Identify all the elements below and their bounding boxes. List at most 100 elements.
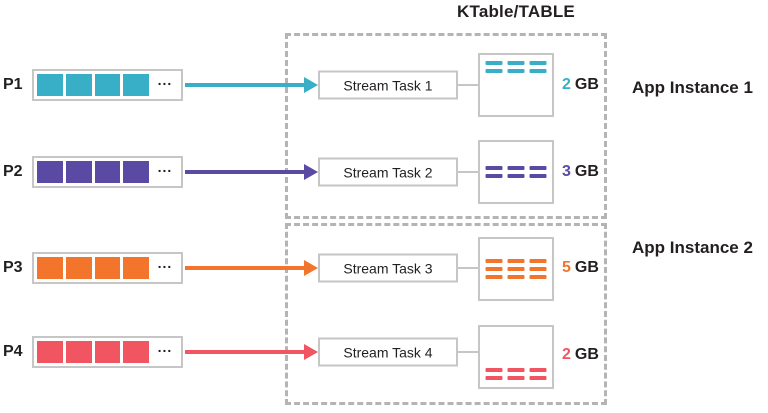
record-dash <box>485 275 503 279</box>
app-instance-2-label: App Instance 2 <box>632 238 753 257</box>
record-dash <box>529 275 547 279</box>
partition-label-p2: P2 <box>3 163 23 180</box>
record-dash <box>529 61 547 65</box>
partition-segment <box>65 161 92 183</box>
app-instance-1-dashed-box <box>285 33 607 219</box>
state-store-box-3 <box>478 237 554 301</box>
record-dash <box>485 166 503 170</box>
partition-segment <box>65 74 92 96</box>
partition-segment <box>37 257 63 279</box>
flow-arrow-line <box>185 350 305 354</box>
stream-task-1-label: Stream Task 1 <box>343 77 433 93</box>
record-dash <box>485 376 503 380</box>
state-store-records <box>485 368 548 380</box>
record-dash <box>529 69 547 73</box>
partition-segment <box>123 161 149 183</box>
store-size-value: 2 <box>562 76 571 93</box>
partition-label-p4: P4 <box>3 343 23 360</box>
partition-ellipsis: ... <box>152 339 178 363</box>
partition-segment <box>94 341 121 363</box>
record-dash <box>485 69 503 73</box>
state-store-box-4 <box>478 325 554 389</box>
partition-segment <box>65 341 92 363</box>
partition-segment <box>94 257 121 279</box>
flow-arrow-head-icon <box>304 164 318 180</box>
stream-task-4-box: Stream Task 4 <box>318 337 458 367</box>
record-dash <box>529 267 547 271</box>
record-dash <box>507 61 525 65</box>
record-dash <box>529 166 547 170</box>
record-dash <box>529 376 547 380</box>
partition-segment <box>123 257 149 279</box>
record-dash <box>485 259 503 263</box>
state-store-box-2 <box>478 140 554 204</box>
task-store-connector <box>457 351 479 353</box>
store-size-unit: GB <box>574 346 599 363</box>
flow-arrow-line <box>185 170 305 174</box>
record-dash <box>529 259 547 263</box>
diagram-title: KTable/TABLE <box>457 2 575 21</box>
store-size-value: 5 <box>562 259 571 276</box>
record-dash <box>507 267 525 271</box>
state-store-records <box>485 61 548 73</box>
stream-task-4-label: Stream Task 4 <box>343 344 433 360</box>
app-instance-1-label: App Instance 1 <box>632 78 753 97</box>
record-dash <box>485 174 503 178</box>
record-dash <box>507 376 525 380</box>
task-store-connector <box>457 267 479 269</box>
partition-ellipsis: ... <box>152 159 178 183</box>
flow-arrow-head-icon <box>304 344 318 360</box>
record-dash <box>507 174 525 178</box>
stream-task-3-label: Stream Task 3 <box>343 260 433 276</box>
app-instance-2-dashed-box <box>285 223 607 405</box>
store-size-unit: GB <box>574 163 599 180</box>
record-dash <box>529 174 547 178</box>
store-size-value: 3 <box>562 163 571 180</box>
task-store-connector <box>457 84 479 86</box>
store-size-unit: GB <box>574 76 599 93</box>
record-dash <box>529 368 547 372</box>
record-dash <box>485 368 503 372</box>
partition-segment <box>123 74 149 96</box>
partition-segment <box>94 74 121 96</box>
partition-segment <box>37 74 63 96</box>
record-dash <box>507 275 525 279</box>
stream-task-3-box: Stream Task 3 <box>318 253 458 283</box>
flow-arrow-head-icon <box>304 260 318 276</box>
record-dash <box>485 267 503 271</box>
flow-arrow-line <box>185 83 305 87</box>
partition-segment <box>123 341 149 363</box>
partition-segment <box>94 161 121 183</box>
partition-box-p4: ... <box>32 336 183 368</box>
partition-box-p1: ... <box>32 69 183 101</box>
partition-box-p2: ... <box>32 156 183 188</box>
task-store-connector <box>457 171 479 173</box>
store-size-unit: GB <box>574 259 599 276</box>
flow-arrow-head-icon <box>304 77 318 93</box>
partition-ellipsis: ... <box>152 255 178 279</box>
partition-label-p1: P1 <box>3 76 23 93</box>
stream-task-2-box: Stream Task 2 <box>318 157 458 187</box>
partition-segment <box>37 161 63 183</box>
partition-label-p3: P3 <box>3 259 23 276</box>
flow-arrow-line <box>185 266 305 270</box>
record-dash <box>507 69 525 73</box>
state-store-records <box>485 259 548 279</box>
record-dash <box>485 61 503 65</box>
store-size-value: 2 <box>562 346 571 363</box>
stream-task-1-box: Stream Task 1 <box>318 70 458 100</box>
record-dash <box>507 259 525 263</box>
state-store-box-1 <box>478 53 554 117</box>
partition-box-p3: ... <box>32 252 183 284</box>
record-dash <box>507 166 525 170</box>
state-store-records <box>485 166 548 178</box>
partition-segment <box>65 257 92 279</box>
